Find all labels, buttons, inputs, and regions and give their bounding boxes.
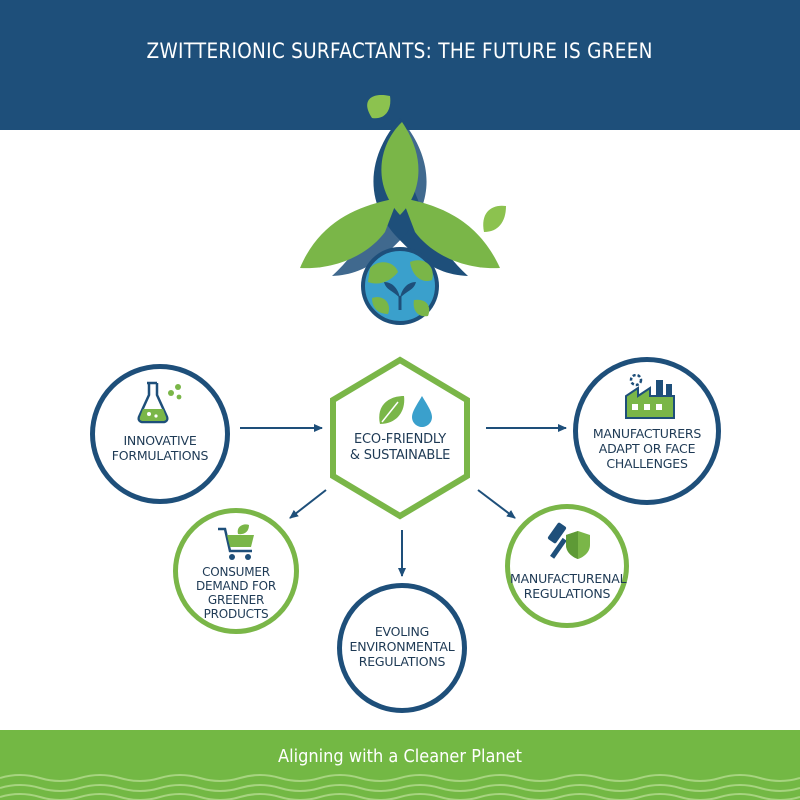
node-label: MANUFACTURERS ADAPT OR FACE CHALLENGES [592,426,702,471]
center-label: ECO-FRIENDLY & SUSTAINABLE [349,432,451,463]
node-consumer-demand: CONSUMER DEMAND FOR GREENER PRODUCTS [173,508,299,634]
factory-icon [625,374,675,419]
footer-tagline: Aligning with a Cleaner Planet [278,746,522,767]
shopping-cart-icon [218,524,254,560]
eco-emblem-icon [300,94,506,325]
node-manufacturers: MANUFACTURERS ADAPT OR FACE CHALLENGES [573,357,721,505]
flask-icon [137,381,182,424]
header-banner: ZWITTERIONIC SURFACTANTS: THE FUTURE IS … [0,0,800,130]
arrow-to-manufacturenal [477,489,516,519]
central-hexagon [330,356,470,520]
leaf-icon [379,396,405,424]
arrow-to-consumer [289,489,327,519]
node-label: MANUFACTURENAL REGULATIONS [510,571,627,601]
gavel-shield-icon [547,522,590,559]
water-drop-icon [412,396,432,427]
node-manufacturenal-regulations: MANUFACTURENAL REGULATIONS [505,504,629,628]
diagram-canvas [240,94,567,577]
node-label: INNOVATIVE FORMULATIONS [111,433,209,463]
footer-banner: Aligning with a Cleaner Planet [0,730,800,800]
node-label: EVOLING ENVIRONMENTAL REGULATIONS [349,624,455,669]
node-innovative-formulations: INNOVATIVE FORMULATIONS [90,364,230,504]
page-title: ZWITTERIONIC SURFACTANTS: THE FUTURE IS … [146,39,654,63]
node-environmental-regulations: EVOLING ENVIRONMENTAL REGULATIONS [337,583,467,713]
node-label: CONSUMER DEMAND FOR GREENER PRODUCTS [195,565,277,621]
wave-decoration [0,774,800,800]
